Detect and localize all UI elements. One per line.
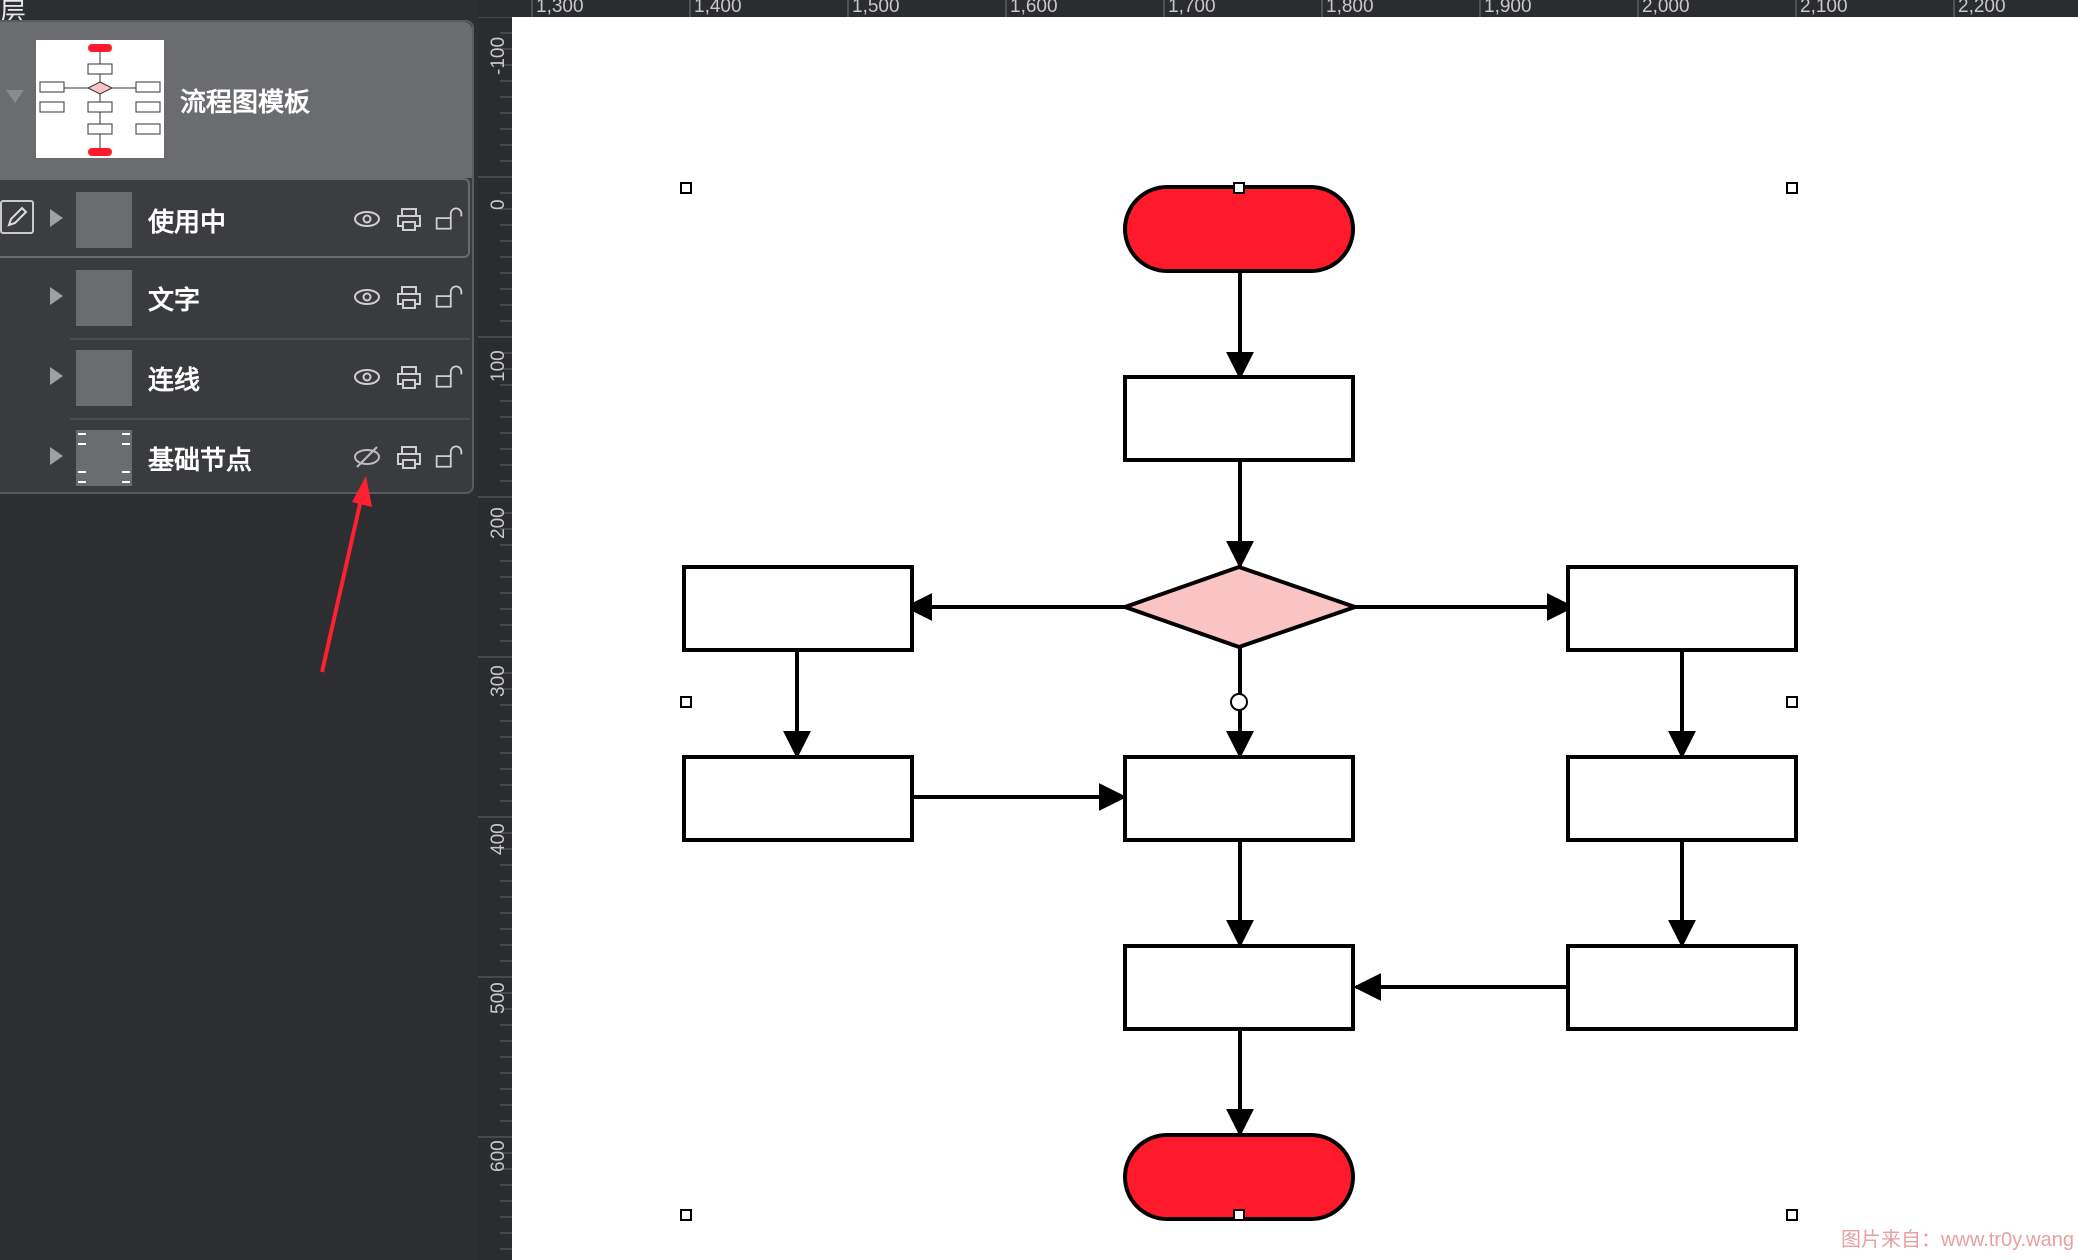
eye-icon[interactable] [352, 284, 382, 310]
layer-name: 连线 [148, 365, 201, 395]
layer-name: 文字 [148, 285, 201, 315]
ruler-label: -100 [488, 36, 509, 75]
layer-name: 使用中 [148, 207, 227, 237]
connection-point-handle[interactable] [1230, 693, 1248, 711]
divider [70, 418, 470, 420]
ruler-label: 0 [488, 199, 509, 210]
unlock-icon[interactable] [434, 444, 464, 470]
decision-node[interactable] [1118, 564, 1362, 650]
canvas-thumbnail [36, 40, 164, 158]
ruler-label: 1,800 [1326, 0, 1374, 17]
process-node[interactable] [1123, 375, 1355, 462]
expand-triangle-icon[interactable] [50, 209, 63, 227]
flowchart-nodes [682, 185, 1798, 1221]
selection-handle[interactable] [1786, 182, 1798, 194]
process-node[interactable] [682, 755, 914, 842]
selection-handles [680, 182, 1798, 1221]
ruler-label: 300 [488, 665, 509, 697]
ruler-label: 1,700 [1168, 0, 1216, 17]
eye-icon[interactable] [352, 206, 382, 232]
expand-triangle-icon[interactable] [50, 287, 63, 305]
selection-handle[interactable] [680, 696, 692, 708]
layer-thumbnail [76, 430, 132, 486]
ruler-label: 1,400 [694, 0, 742, 17]
flowchart-connectors [783, 271, 1696, 1137]
annotation-arrow [320, 476, 372, 673]
layer-thumbnail [76, 350, 132, 406]
ruler-label: 1,900 [1484, 0, 1532, 17]
process-node[interactable] [1566, 944, 1798, 1031]
unlock-icon[interactable] [434, 206, 464, 232]
layer-row-text[interactable]: 文字 [0, 258, 470, 340]
selection-handle[interactable] [1786, 696, 1798, 708]
unlock-icon[interactable] [434, 364, 464, 390]
horizontal-ruler: 1,300 1,400 1,500 1,600 1,700 1,800 1,90… [478, 0, 2078, 17]
process-node[interactable] [1123, 755, 1355, 842]
end-terminal-node[interactable] [1123, 1133, 1355, 1221]
print-icon[interactable] [394, 206, 424, 232]
process-node[interactable] [682, 565, 914, 652]
ruler-label: 2,000 [1642, 0, 1690, 17]
print-icon[interactable] [394, 364, 424, 390]
selection-handle[interactable] [680, 1209, 692, 1221]
canvas-header[interactable]: 流程图模板 [0, 22, 472, 178]
ruler-label: 2,200 [1958, 0, 2006, 17]
layer-thumbnail [76, 192, 132, 248]
selection-handle[interactable] [1786, 1209, 1798, 1221]
canvas-area[interactable]: 图片来自：www.tr0y.wang [512, 17, 2078, 1260]
disclosure-triangle-icon[interactable] [6, 90, 24, 103]
process-node[interactable] [1566, 565, 1798, 652]
start-terminal-node[interactable] [1123, 185, 1355, 273]
eye-hidden-icon[interactable] [352, 444, 382, 470]
eye-icon[interactable] [352, 364, 382, 390]
layer-row-connectors[interactable]: 连线 [0, 338, 470, 420]
divider [70, 338, 470, 340]
ruler-label: 100 [488, 350, 509, 382]
canvas-group: 流程图模板 使用中 文字 连线 [0, 20, 474, 494]
layers-panel: 层 [0, 0, 478, 1260]
process-node[interactable] [1123, 944, 1355, 1031]
layer-thumbnail [76, 270, 132, 326]
ruler-label: 600 [488, 1140, 509, 1172]
layer-row-in-use[interactable]: 使用中 [0, 178, 470, 258]
watermark: 图片来自：www.tr0y.wang [1840, 1229, 2074, 1251]
ruler-label: 1,300 [536, 0, 584, 17]
layer-row-base-nodes[interactable]: 基础节点 [0, 418, 470, 498]
process-node[interactable] [1566, 755, 1798, 842]
selection-handle[interactable] [1233, 182, 1245, 194]
layer-name: 基础节点 [148, 445, 253, 475]
unlock-icon[interactable] [434, 284, 464, 310]
ruler-label: 1,600 [1010, 0, 1058, 17]
expand-triangle-icon[interactable] [50, 447, 63, 465]
edit-pencil-icon [0, 200, 34, 234]
ruler-label: 400 [488, 823, 509, 855]
ruler-label: 1,500 [852, 0, 900, 17]
vertical-ruler: -100 0 100 200 300 400 500 600 [478, 17, 512, 1260]
print-icon[interactable] [394, 444, 424, 470]
print-icon[interactable] [394, 284, 424, 310]
selection-handle[interactable] [680, 182, 692, 194]
ruler-label: 500 [488, 982, 509, 1014]
ruler-label: 200 [488, 507, 509, 539]
canvas-name: 流程图模板 [180, 87, 311, 117]
selection-handle[interactable] [1233, 1209, 1245, 1221]
expand-triangle-icon[interactable] [50, 367, 63, 385]
ruler-label: 2,100 [1800, 0, 1848, 17]
